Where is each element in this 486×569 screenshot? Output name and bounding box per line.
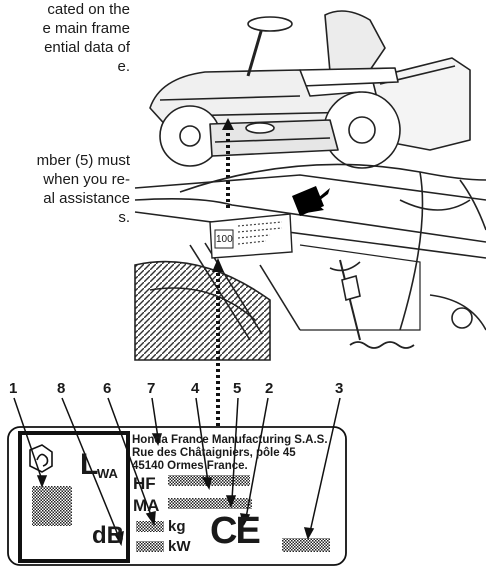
callout-6: 6	[103, 380, 112, 397]
db-label: dB	[92, 522, 124, 549]
riding-mower-drawing	[149, 10, 471, 169]
ce-mark: CE	[210, 510, 261, 552]
text-line: when you re-	[43, 171, 130, 188]
callout-3: 3	[335, 380, 344, 397]
unit-kg: kg	[168, 518, 186, 535]
text-line: cated on the	[47, 1, 130, 18]
black-arrow-body	[292, 186, 324, 216]
callout-8: 8	[57, 380, 66, 397]
ear-icon	[29, 444, 53, 473]
callout-2: 2	[265, 380, 274, 397]
model-code-label: HF	[133, 474, 156, 493]
callout-1: 1	[9, 380, 18, 397]
text-line: e main frame	[42, 20, 130, 37]
manufacturer-line: Honda France Manufacturing S.A.S.	[132, 434, 328, 446]
unit-kw: kW	[168, 538, 191, 555]
text-line: e.	[117, 58, 130, 75]
text-line: ential data of	[44, 39, 130, 56]
city-line: 45140 Ormes France.	[132, 460, 248, 472]
callout-leaders	[13, 397, 341, 547]
text-line: mber (5) must	[36, 152, 130, 169]
lwa-subscript: WA	[97, 466, 118, 481]
frame-code-label: MA	[133, 496, 160, 515]
dotted-arrow-lower	[212, 258, 224, 426]
nameplate	[7, 426, 347, 566]
decal-number: 100	[216, 234, 233, 245]
lwa-letter: L	[80, 448, 99, 481]
frame-decal	[209, 213, 293, 259]
text-line: s.	[118, 209, 130, 226]
callout-5: 5	[233, 380, 242, 397]
frame-closeup-drawing	[134, 163, 486, 361]
address-line: Rue des Châtaigniers, pôle 45	[132, 447, 296, 459]
callout-7: 7	[147, 380, 156, 397]
note-paragraph: mber (5) must when you re- al assistance…	[0, 151, 130, 227]
text-line: al assistance	[43, 190, 130, 207]
dotted-arrow-upper	[222, 118, 234, 208]
intro-paragraph: cated on the e main frame ential data of…	[0, 0, 130, 76]
callout-4: 4	[191, 380, 200, 397]
